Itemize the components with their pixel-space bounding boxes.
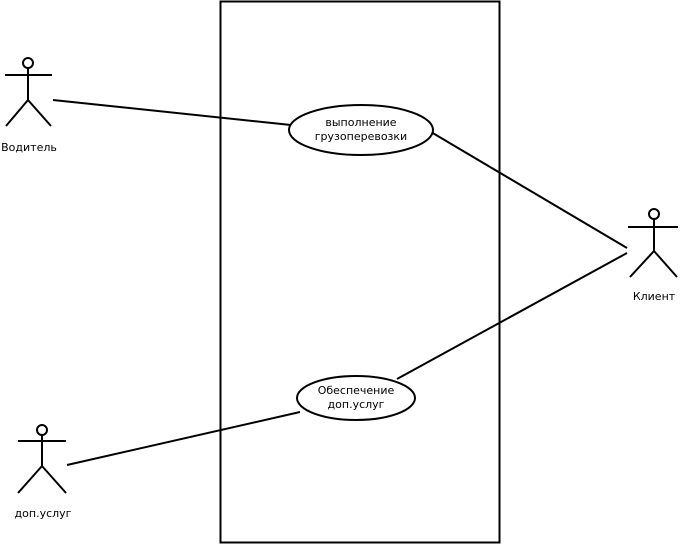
actor-client-figure: [628, 208, 678, 278]
use-case-extra-line1: Обеспечение: [317, 384, 395, 397]
association-client-extra: [396, 252, 628, 380]
use-case-transport: [288, 104, 434, 156]
actor-services-figure: [17, 424, 67, 494]
system-boundary: [219, 0, 501, 544]
use-case-transport-line1: выполнение: [325, 116, 397, 129]
actor-driver-label: Водитель: [1, 141, 57, 154]
use-case-extra-line2: доп.услуг: [327, 398, 385, 411]
actor-client-label: Клиент: [632, 290, 676, 303]
association-driver-transport: [52, 99, 292, 126]
use-case-transport-line2: грузоперевозки: [314, 130, 408, 143]
use-case-extra-label: Обеспечение доп.услуг: [297, 384, 415, 412]
actor-services-label: доп.услуг: [14, 507, 72, 520]
use-case-extra: [296, 375, 416, 421]
actor-driver-figure: [5, 57, 52, 127]
use-case-transport-label: выполнение грузоперевозки: [289, 116, 433, 144]
association-transport-client: [430, 131, 628, 249]
association-services-extra: [66, 411, 301, 466]
